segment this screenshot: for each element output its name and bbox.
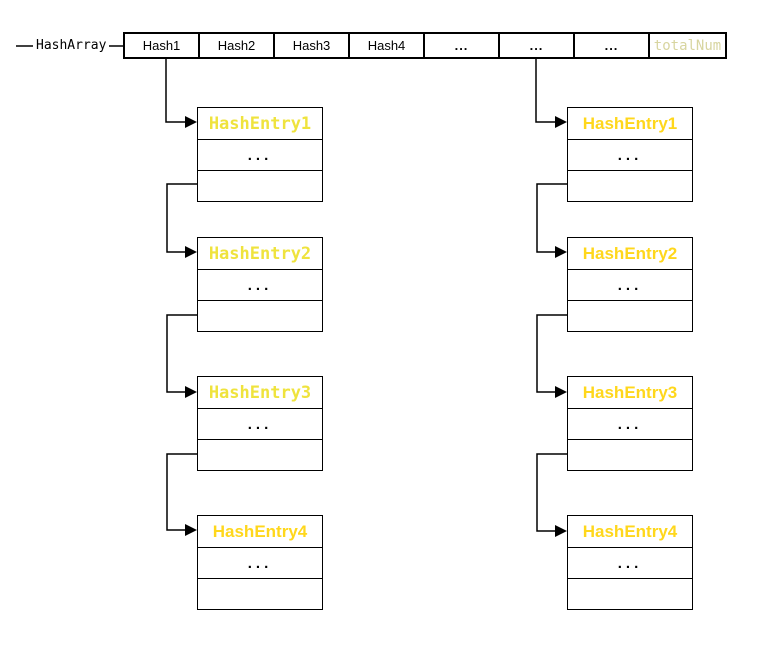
entry-body-dots: ... xyxy=(568,547,692,578)
entry-title: HashEntry1 xyxy=(582,113,678,133)
hash-cell-ellipsis-3: ... xyxy=(575,34,650,57)
hash-cell-4: Hash4 xyxy=(350,34,425,57)
right-arrow-4 xyxy=(536,453,567,532)
entry-title: HashEntry4 xyxy=(212,521,308,541)
hash-cell-3: Hash3 xyxy=(275,34,350,57)
total-num-cell: totalNum xyxy=(653,37,722,54)
right-hash-entry-2: HashEntry2 ... xyxy=(567,237,693,332)
entry-next-pointer-cell xyxy=(198,300,322,331)
left-hash-entry-1: HashEntry1 ... xyxy=(197,107,323,202)
hash-cell-ellipsis-2: ... xyxy=(500,34,575,57)
hash-cell-1: Hash1 xyxy=(125,34,200,57)
left-arrow-4 xyxy=(166,453,197,531)
entry-title: HashEntry1 xyxy=(208,113,312,134)
entry-title: HashEntry2 xyxy=(208,243,312,264)
left-arrow-2 xyxy=(166,183,197,253)
entry-title: HashEntry2 xyxy=(582,243,678,263)
entry-next-pointer-cell xyxy=(568,300,692,331)
right-arrow-2 xyxy=(536,183,567,253)
hash-array: Hash1 Hash2 Hash3 Hash4 ... ... ... tota… xyxy=(123,32,727,59)
entry-body-dots: ... xyxy=(198,408,322,439)
entry-body-dots: ... xyxy=(568,139,692,170)
left-hash-entry-3: HashEntry3 ... xyxy=(197,376,323,471)
entry-body-dots: ... xyxy=(198,139,322,170)
hash-cell-ellipsis-1: ... xyxy=(425,34,500,57)
right-hash-entry-1: HashEntry1 ... xyxy=(567,107,693,202)
entry-next-pointer-cell xyxy=(568,439,692,470)
entry-next-pointer-cell xyxy=(198,439,322,470)
left-hash-entry-2: HashEntry2 ... xyxy=(197,237,323,332)
entry-body-dots: ... xyxy=(568,269,692,300)
right-hash-entry-3: HashEntry3 ... xyxy=(567,376,693,471)
entry-next-pointer-cell xyxy=(198,578,322,609)
right-hash-entry-4: HashEntry4 ... xyxy=(567,515,693,610)
right-arrow-1 xyxy=(535,58,556,123)
hash-cell-2: Hash2 xyxy=(200,34,275,57)
right-arrow-3 xyxy=(536,314,567,393)
left-hash-entry-4: HashEntry4 ... xyxy=(197,515,323,610)
entry-next-pointer-cell xyxy=(568,578,692,609)
entry-title: HashEntry4 xyxy=(582,521,678,541)
left-arrow-3 xyxy=(166,314,197,393)
entry-body-dots: ... xyxy=(198,269,322,300)
arrowheads xyxy=(185,116,567,537)
left-arrow-1 xyxy=(165,58,186,123)
entry-title: HashEntry3 xyxy=(582,382,678,402)
entry-next-pointer-cell xyxy=(568,170,692,201)
entry-body-dots: ... xyxy=(198,547,322,578)
entry-title: HashEntry3 xyxy=(208,382,312,403)
entry-next-pointer-cell xyxy=(198,170,322,201)
hash-array-label: HashArray xyxy=(33,38,110,53)
entry-body-dots: ... xyxy=(568,408,692,439)
